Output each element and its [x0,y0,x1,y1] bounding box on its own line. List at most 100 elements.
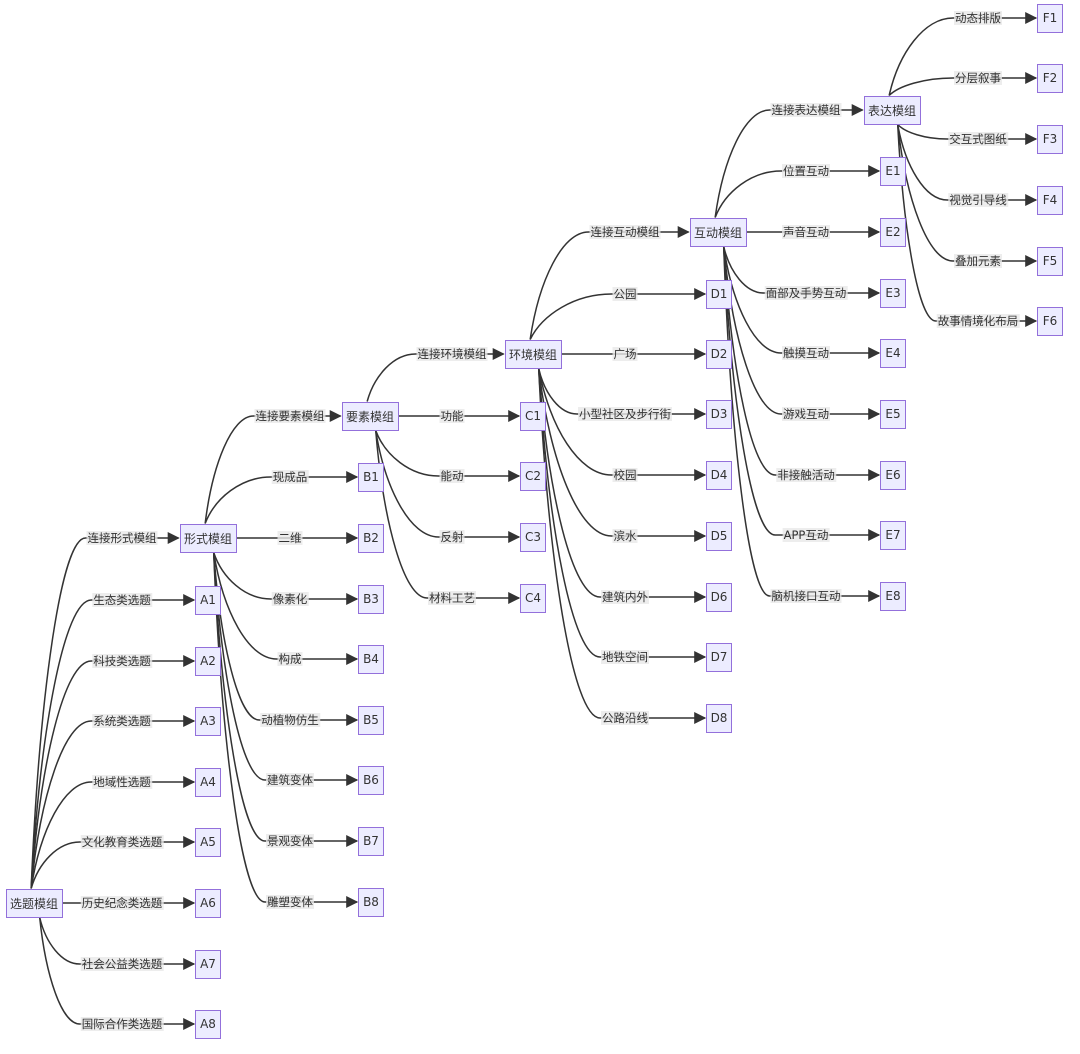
edge-arrow [30,532,180,889]
edge-arrow [714,104,864,218]
edge-arrow [212,552,359,847]
edge-arrow [896,124,1038,267]
leaf-node[interactable]: D8 [706,703,732,733]
edge-label: 连接表达模组 [770,103,842,117]
module-node[interactable]: 互动模组 [689,217,747,247]
leaf-node[interactable]: B5 [358,705,384,735]
edge-label: 地铁空间 [601,650,649,664]
leaf-node[interactable]: D1 [706,279,732,309]
leaf-node[interactable]: B6 [358,765,384,795]
edge-arrow [714,165,881,218]
edge-label: 公路沿线 [601,711,649,725]
edge-label: 雕塑变体 [266,895,314,909]
edge-label: 景观变体 [266,834,314,848]
leaf-node[interactable]: E6 [880,460,906,490]
edge-arrow [897,123,1038,145]
edge-arrow [722,246,881,420]
leaf-node[interactable]: A3 [195,706,221,736]
edge-label: 广场 [612,347,638,361]
leaf-node[interactable]: E5 [880,399,906,429]
edge-arrow [722,246,881,541]
edge-label: 面部及手势互动 [764,286,848,300]
edge-arrow [30,655,196,889]
leaf-node[interactable]: A7 [195,949,221,979]
edge-label: 建筑变体 [266,773,314,787]
leaf-node[interactable]: E3 [880,278,906,308]
edge-arrow [722,246,881,359]
leaf-node[interactable]: B3 [358,584,384,614]
leaf-node[interactable]: C3 [520,522,546,552]
leaf-node[interactable]: D7 [706,642,732,672]
leaf-node[interactable]: F4 [1037,185,1063,215]
edge-label: 功能 [439,409,465,423]
leaf-node[interactable]: E7 [880,520,906,550]
edge-label: 系统类选题 [92,714,152,728]
leaf-node[interactable]: D5 [706,521,732,551]
module-node[interactable]: 形式模组 [179,523,237,553]
edge-label: 动态排版 [954,11,1002,25]
edge-label: 国际合作类选题 [80,1017,164,1031]
module-node[interactable]: 要素模组 [341,401,399,431]
edge-label: 地域性选题 [92,775,152,789]
leaf-node[interactable]: A2 [195,646,221,676]
leaf-node[interactable]: A1 [195,585,221,615]
leaf-node[interactable]: D2 [706,339,732,369]
edge-label: 故事情境化布局 [936,314,1020,328]
edge-label: 位置互动 [782,164,830,178]
leaf-node[interactable]: E1 [880,156,906,186]
leaf-node[interactable]: E8 [880,581,906,611]
edge-label: APP互动 [782,528,830,542]
leaf-node[interactable]: C1 [520,401,546,431]
edge-label: 社会公益类选题 [80,957,164,971]
edge-arrow [212,552,359,605]
edge-arrow [374,430,521,482]
edge-label: 像素化 [271,592,309,606]
edge-label: 声音互动 [782,225,830,239]
edge-arrow [722,246,881,602]
leaf-node[interactable]: A5 [195,827,221,857]
edge-arrow [212,552,359,665]
edge-label: 反射 [439,530,465,544]
edge-label: 脑机接口互动 [770,589,842,603]
edge-arrow [212,552,359,786]
edge-label: 视觉引导线 [948,193,1008,207]
leaf-node[interactable]: F5 [1037,246,1063,276]
edge-label: 二维 [277,531,303,545]
edge-arrow [38,917,196,970]
leaf-node[interactable]: F6 [1037,306,1063,336]
edge-label: 校园 [612,468,638,482]
edge-arrow [537,368,707,542]
leaf-node[interactable]: F3 [1037,124,1063,154]
edge-label: 交互式图纸 [948,132,1008,146]
edge-arrow [30,715,196,889]
leaf-node[interactable]: D6 [706,582,732,612]
edge-arrow [374,430,521,543]
leaf-node[interactable]: A8 [195,1009,221,1039]
edge-arrow [896,124,1038,327]
module-node[interactable]: 选题模组 [5,888,63,918]
leaf-node[interactable]: B1 [358,462,384,492]
edge-label: 科技类选题 [92,654,152,668]
module-node[interactable]: 表达模组 [863,95,921,125]
leaf-node[interactable]: C4 [520,583,546,613]
leaf-node[interactable]: B4 [358,644,384,674]
leaf-node[interactable]: A4 [195,767,221,797]
edge-label: 能动 [439,469,465,483]
leaf-node[interactable]: F1 [1037,3,1063,33]
edge-arrow [537,368,707,724]
edge-label: 历史纪念类选题 [80,896,164,910]
edge-label: 构成 [277,652,303,666]
leaf-node[interactable]: D4 [706,460,732,490]
leaf-node[interactable]: E2 [880,217,906,247]
leaf-node[interactable]: F2 [1037,63,1063,93]
leaf-node[interactable]: D3 [706,399,732,429]
edge-arrow [537,368,707,603]
edge-arrow [529,226,690,340]
leaf-node[interactable]: A6 [195,888,221,918]
leaf-node[interactable]: B8 [358,887,384,917]
leaf-node[interactable]: C2 [520,461,546,491]
leaf-node[interactable]: B2 [358,523,384,553]
leaf-node[interactable]: E4 [880,338,906,368]
leaf-node[interactable]: B7 [358,826,384,856]
module-node[interactable]: 环境模组 [504,339,562,369]
